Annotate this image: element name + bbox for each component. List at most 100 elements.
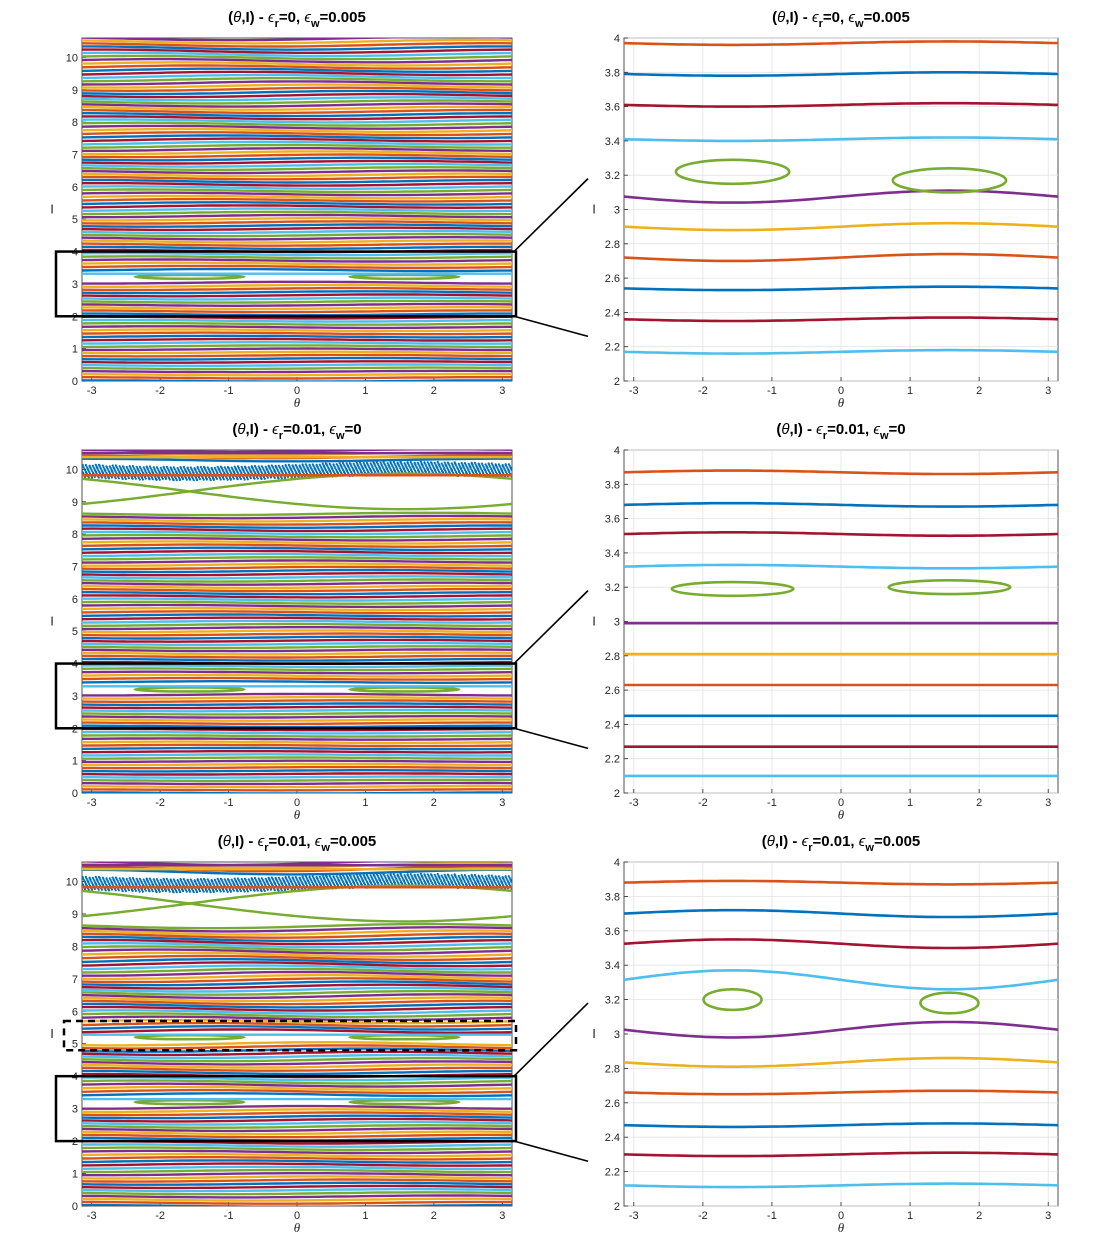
orbit-line: [82, 983, 512, 990]
chaos-point: [227, 466, 230, 469]
chaos-point: [161, 889, 164, 893]
chaos-point: [240, 471, 243, 474]
chaos-point: [266, 468, 269, 471]
y-tick-label: 2: [614, 1201, 620, 1213]
chaos-point: [350, 877, 353, 880]
chaos-point: [187, 468, 190, 472]
orbit-line: [82, 337, 512, 342]
chaos-point: [380, 875, 383, 878]
chaos-point: [332, 875, 335, 878]
chaos-point: [104, 469, 107, 472]
chaos-point: [117, 477, 120, 480]
x-tick-label: -3: [629, 385, 639, 397]
orbit-line: [82, 562, 512, 567]
y-tick-label: 3.6: [605, 514, 620, 526]
orbit-line: [82, 922, 512, 930]
chaos-point: [226, 478, 229, 481]
orbit-line: [82, 1066, 512, 1072]
chaos-point: [339, 471, 343, 474]
chaos-point: [211, 880, 214, 883]
chaos-point: [376, 881, 380, 885]
chaos-point: [459, 878, 462, 881]
chaos-point: [184, 469, 187, 472]
y-tick-label: 2.8: [605, 651, 620, 663]
chaos-point: [227, 878, 230, 881]
orbit-line: [82, 350, 512, 355]
orbit-line: [82, 178, 512, 184]
chaos-point: [415, 877, 418, 880]
chaos-point: [170, 880, 173, 883]
orbit-line: [82, 521, 512, 526]
y-tick-label: 3: [614, 205, 620, 217]
orbit-line: [82, 1041, 512, 1047]
y-tick-label: 3.6: [605, 926, 620, 938]
chaos-point: [346, 471, 350, 474]
orbit-line: [82, 232, 512, 238]
chaos-point: [508, 882, 511, 885]
chaos-point: [436, 466, 439, 469]
orbit-line: [82, 1152, 512, 1158]
chaos-point: [134, 889, 137, 893]
orbit-line: [82, 868, 512, 876]
orbit-line: [82, 1133, 512, 1139]
chaos-point: [229, 477, 232, 480]
y-tick-label: 3.6: [605, 102, 620, 114]
chaos-point: [144, 469, 147, 472]
chaos-point: [484, 468, 487, 471]
y-tick-label: 3: [614, 617, 620, 629]
orbit-line: [82, 571, 512, 577]
y-tick-label: 2.2: [605, 342, 620, 354]
chaos-point: [205, 477, 208, 480]
orbit-line: [82, 57, 512, 64]
chaos-point: [395, 877, 398, 880]
chaos-point: [382, 460, 385, 463]
chaos-point: [114, 477, 117, 480]
chaos-point: [484, 880, 487, 884]
orbit-line: [82, 1191, 512, 1196]
chaos-point: [319, 884, 322, 887]
x-tick-label: -3: [87, 385, 97, 397]
orbit-line: [82, 169, 512, 175]
chaos-point: [352, 881, 356, 885]
chaos-point: [343, 884, 346, 887]
series-line: [624, 908, 1058, 919]
chaos-point: [395, 465, 398, 468]
y-tick-label: 2.2: [605, 1167, 620, 1179]
chaos-point: [426, 873, 429, 876]
chaos-point: [493, 879, 496, 882]
x-axis-label: θ: [838, 395, 845, 410]
chaos-point: [185, 882, 188, 885]
chaos-point: [243, 890, 246, 893]
orbit-line: [82, 267, 512, 273]
x-tick-label: -3: [87, 797, 97, 809]
chaos-point: [299, 465, 302, 469]
chaos-point: [345, 881, 349, 884]
chaos-point: [323, 877, 326, 880]
chaos-point: [484, 875, 487, 878]
chaos-point: [233, 471, 236, 474]
orbit-line: [82, 102, 512, 108]
y-tick-label: 8: [72, 529, 78, 541]
chaos-point: [104, 477, 107, 480]
chaos-point: [153, 467, 156, 470]
chaos-point: [288, 882, 291, 886]
orbit-line: [82, 112, 512, 118]
orbit-line: [82, 619, 512, 624]
chaos-point: [510, 879, 512, 883]
chaos-point: [240, 883, 243, 886]
chaos-point: [283, 476, 286, 479]
x-tick-label: 2: [431, 1210, 437, 1222]
x-tick-label: -2: [155, 385, 165, 397]
orbit-line: [82, 115, 512, 121]
orbit-line: [82, 216, 512, 222]
chaos-point: [172, 479, 175, 482]
chaos-point: [356, 875, 359, 878]
zoom-connector-top: [513, 590, 589, 665]
y-tick-label: 3.2: [605, 582, 620, 594]
chaos-point: [144, 889, 147, 892]
orbit-line: [82, 207, 512, 213]
y-tick-label: 1: [72, 1169, 78, 1181]
chaos-point: [467, 468, 470, 471]
chaos-point: [478, 464, 481, 467]
chaos-point: [321, 469, 325, 472]
